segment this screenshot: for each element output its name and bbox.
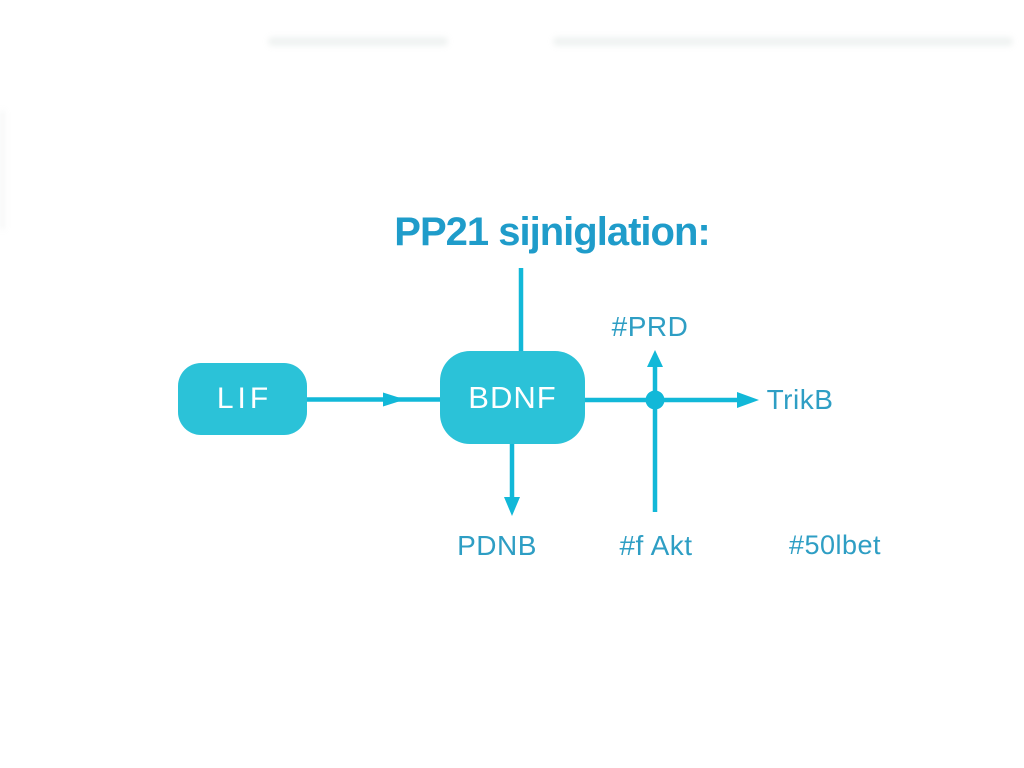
- arrowhead-lif-to-bdnf: [383, 392, 405, 407]
- label-50lbet: #50lbet: [788, 530, 882, 560]
- ghost-artifact: [553, 37, 1013, 46]
- label-pdnb: PDNB: [457, 530, 537, 561]
- arrowhead-prd: [647, 350, 663, 367]
- ghost-artifact: [268, 37, 448, 46]
- node-bdnf-label: BDNF: [468, 379, 557, 415]
- label-fakt: #f Akt: [619, 530, 693, 561]
- arrowhead-pdnb: [504, 497, 520, 516]
- ghost-artifact: [0, 110, 5, 230]
- diagram-title: PP21 sijniglation:: [394, 210, 710, 254]
- node-lif: LIF: [178, 363, 307, 435]
- label-prd: #PRD: [611, 311, 689, 342]
- label-trikb: TrikB: [766, 384, 834, 415]
- junction-dot: [645, 390, 665, 410]
- node-bdnf: BDNF: [440, 351, 585, 444]
- arrowhead-trikb: [737, 392, 759, 408]
- node-lif-label: LIF: [216, 382, 273, 415]
